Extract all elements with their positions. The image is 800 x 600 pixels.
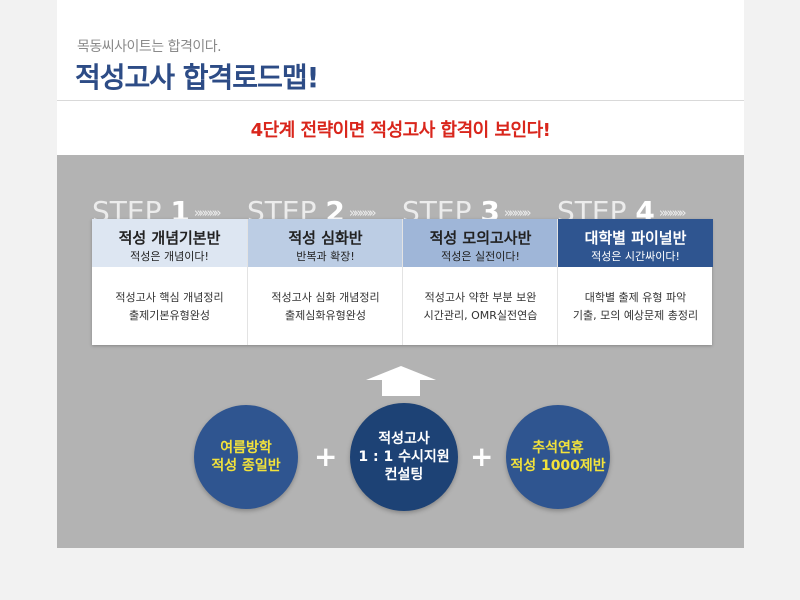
course-subtitle: 반복과 확장! <box>296 250 355 263</box>
course-desc-2: 기출, 모의 예상문제 총정리 <box>572 309 699 322</box>
program-circle-summer: 여름방학 적성 종일반 <box>194 405 298 509</box>
circle-line: 여름방학 <box>220 440 272 456</box>
course-title: 대학별 파이널반 <box>584 229 687 247</box>
course-header: 적성 심화반 반복과 확장! <box>248 219 403 267</box>
chevron-right-icon: »»»»» <box>193 206 222 221</box>
course-column-4: 대학별 파이널반 적성은 시간싸이다! 대학별 출제 유형 파악 기출, 모의 … <box>557 219 713 345</box>
course-column-1: 적성 개념기본반 적성은 개념이다! 적성고사 핵심 개념정리 출제기본유형완성 <box>92 219 247 345</box>
course-desc-1: 적성고사 약한 부분 보완 <box>424 291 537 304</box>
circle-line: 추석연휴 <box>532 440 584 456</box>
course-desc-2: 출제심화유형완성 <box>285 309 366 322</box>
circle-line: 1 : 1 수시지원 <box>358 449 450 465</box>
course-title: 적성 모의고사반 <box>429 229 532 247</box>
header-kicker: 목동씨사이트는 합격이다. <box>77 39 222 55</box>
course-header: 적성 개념기본반 적성은 개념이다! <box>92 219 247 267</box>
course-column-2: 적성 심화반 반복과 확장! 적성고사 심화 개념정리 출제심화유형완성 <box>247 219 403 345</box>
course-desc-1: 대학별 출제 유형 파악 <box>584 291 687 304</box>
course-header: 적성 모의고사반 적성은 실전이다! <box>403 219 558 267</box>
course-title: 적성 개념기본반 <box>118 229 221 247</box>
program-circle-consulting: 적성고사 1 : 1 수시지원 컨설팅 <box>350 403 458 511</box>
course-header: 대학별 파이널반 적성은 시간싸이다! <box>558 219 713 267</box>
page-title: 적성고사 합격로드맵! <box>75 61 319 94</box>
circle-line: 컨설팅 <box>384 467 424 483</box>
course-desc-1: 적성고사 심화 개념정리 <box>271 291 380 304</box>
arrow-up-icon <box>366 366 436 396</box>
circle-line: 적성 1000제반 <box>510 458 606 474</box>
course-desc-2: 시간관리, OMR실전연습 <box>423 309 538 322</box>
circle-line: 적성고사 <box>378 431 430 447</box>
course-subtitle: 적성은 개념이다! <box>130 250 209 263</box>
course-desc-1: 적성고사 핵심 개념정리 <box>115 291 224 304</box>
plus-icon: + <box>314 440 338 473</box>
course-title: 적성 심화반 <box>288 229 363 247</box>
program-circle-chuseok: 추석연휴 적성 1000제반 <box>506 405 610 509</box>
plus-icon: + <box>470 440 494 473</box>
main-panel: 목동씨사이트는 합격이다. 적성고사 합격로드맵! 4단계 전략이면 적성고사 … <box>57 0 744 548</box>
course-table: 적성 개념기본반 적성은 개념이다! 적성고사 핵심 개념정리 출제기본유형완성… <box>92 219 713 345</box>
chevron-right-icon: »»»»» <box>348 206 377 221</box>
chevron-right-icon: »»»»» <box>503 206 532 221</box>
course-subtitle: 적성은 실전이다! <box>441 250 520 263</box>
page-header: 목동씨사이트는 합격이다. 적성고사 합격로드맵! <box>57 0 744 100</box>
circle-line: 적성 종일반 <box>211 458 281 474</box>
roadmap-section: STEP 1»»»»» STEP 2»»»»» STEP 3»»»»» STEP… <box>57 155 744 548</box>
course-subtitle: 적성은 시간싸이다! <box>591 250 680 263</box>
chevron-right-icon: »»»»» <box>658 206 687 221</box>
strategy-headline: 4단계 전략이면 적성고사 합격이 보인다! <box>250 120 551 141</box>
course-desc-2: 출제기본유형완성 <box>129 309 210 322</box>
course-column-3: 적성 모의고사반 적성은 실전이다! 적성고사 약한 부분 보완 시간관리, O… <box>402 219 558 345</box>
header-divider <box>57 100 744 101</box>
